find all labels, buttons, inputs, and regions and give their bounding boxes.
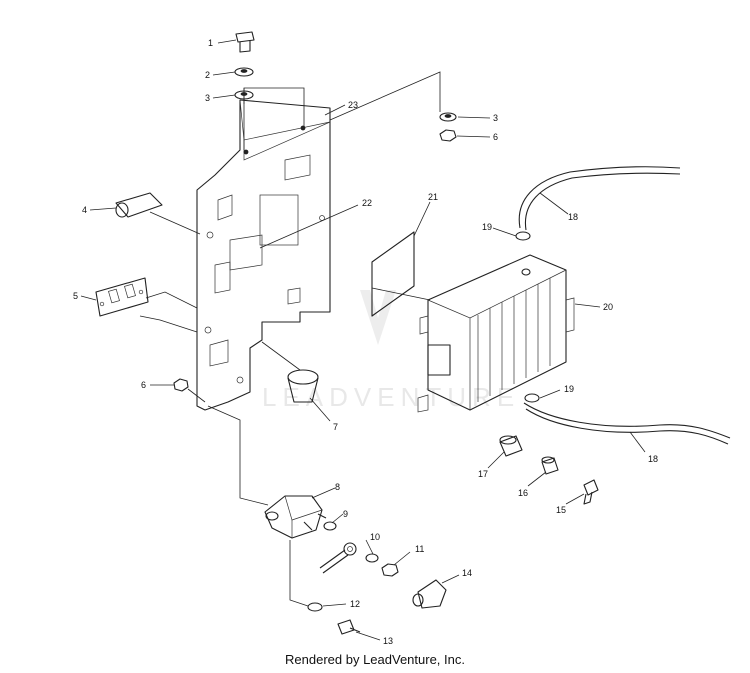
callout-3-right: 3 [493, 113, 498, 123]
callout-9: 9 [343, 509, 348, 519]
part-12-washer [307, 602, 323, 612]
part-13-screw [337, 619, 361, 635]
watermark-text: LEADVENTURE [262, 382, 520, 412]
mounting-plate [196, 99, 331, 411]
part-17-grommet [499, 435, 523, 457]
callout-11: 11 [415, 544, 424, 554]
part-3-washer-right [439, 112, 457, 122]
part-18-hose-upper [518, 166, 681, 231]
part-8-solenoid [264, 495, 327, 539]
callout-23: 23 [348, 100, 358, 110]
part-1-bolt [235, 31, 255, 53]
part-18-hose-lower [523, 402, 731, 445]
callout-17: 17 [478, 469, 488, 479]
callout-18-upper: 18 [568, 212, 578, 222]
callout-19-lower: 19 [564, 384, 574, 394]
part-21-pad [371, 231, 415, 317]
callout-21: 21 [428, 192, 438, 202]
callout-16: 16 [518, 488, 528, 498]
part-15-screw [583, 479, 599, 505]
leader-lines [80, 39, 646, 641]
part-6-nut-left [173, 378, 189, 392]
callout-1: 1 [208, 38, 213, 48]
battery-cable [319, 542, 357, 574]
callout-7: 7 [333, 422, 338, 432]
callout-6-left: 6 [141, 380, 146, 390]
part-4-tube [115, 192, 163, 218]
part-14-terminal-boot [412, 579, 447, 609]
part-20-cdi-box [417, 254, 575, 413]
part-16-spacer [541, 456, 559, 475]
callout-labels: 1 2 3 23 3 6 4 22 21 19 18 20 5 6 7 19 1… [73, 38, 658, 646]
watermark-logo-icon [360, 290, 396, 345]
callout-19-upper: 19 [482, 222, 492, 232]
callout-13: 13 [383, 636, 393, 646]
callout-15: 15 [556, 505, 566, 515]
part-11-nut [381, 563, 399, 577]
part-5-bracket [95, 277, 149, 317]
callout-4: 4 [82, 205, 87, 215]
part-10-washer [365, 553, 379, 563]
callout-12: 12 [350, 599, 360, 609]
part-6-nut-right [439, 129, 457, 142]
callout-8: 8 [335, 482, 340, 492]
callout-22: 22 [362, 198, 372, 208]
watermark: LEADVENTURE [262, 290, 520, 412]
part-19-clamp-lower [524, 393, 540, 403]
callout-18-lower: 18 [648, 454, 658, 464]
callout-5: 5 [73, 291, 78, 301]
part-7-boot [287, 369, 319, 403]
callout-10: 10 [370, 532, 380, 542]
part-2-washer [234, 67, 254, 77]
callout-2: 2 [205, 70, 210, 80]
callout-14: 14 [462, 568, 472, 578]
callout-3: 3 [205, 93, 210, 103]
callout-20: 20 [603, 302, 613, 312]
part-9-washer [323, 521, 337, 531]
callout-6-right: 6 [493, 132, 498, 142]
footer-credit: Rendered by LeadVenture, Inc. [285, 652, 465, 667]
part-19-clamp-upper [515, 231, 531, 241]
